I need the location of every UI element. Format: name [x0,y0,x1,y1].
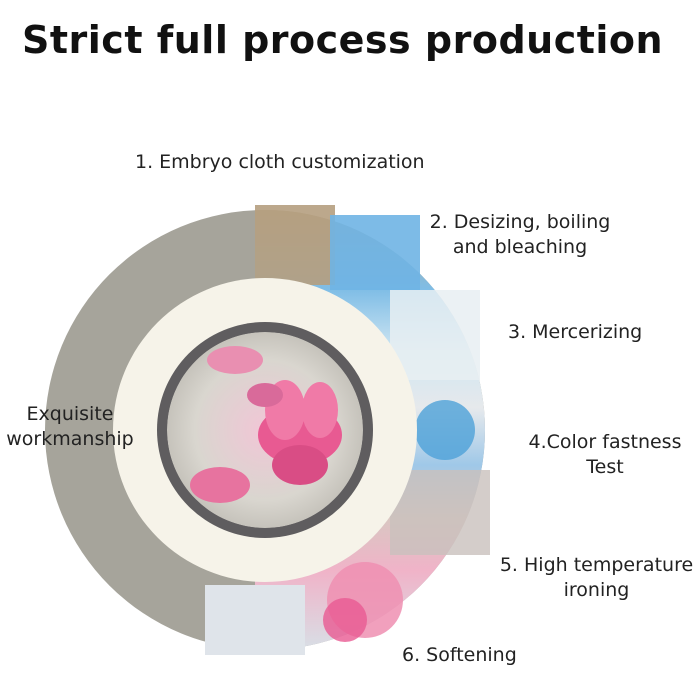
step-softening: 6. Softening [402,644,517,666]
workmanship-label: Exquisite workmanship [6,403,134,450]
lab-photo [205,585,305,655]
flower-image [167,332,363,528]
step-desizing: 2. Desizing, boiling and bleaching [429,211,611,258]
step-ironing: 5. High temperature ironing [499,554,694,601]
step-mercerizing: 3. Mercerizing [508,321,643,343]
step-color-fastness: 4.Color fastness Test [528,431,682,478]
step-embryo-cloth: 1. Embryo cloth customization [135,151,425,173]
page-title: Strict full process production [22,18,664,62]
